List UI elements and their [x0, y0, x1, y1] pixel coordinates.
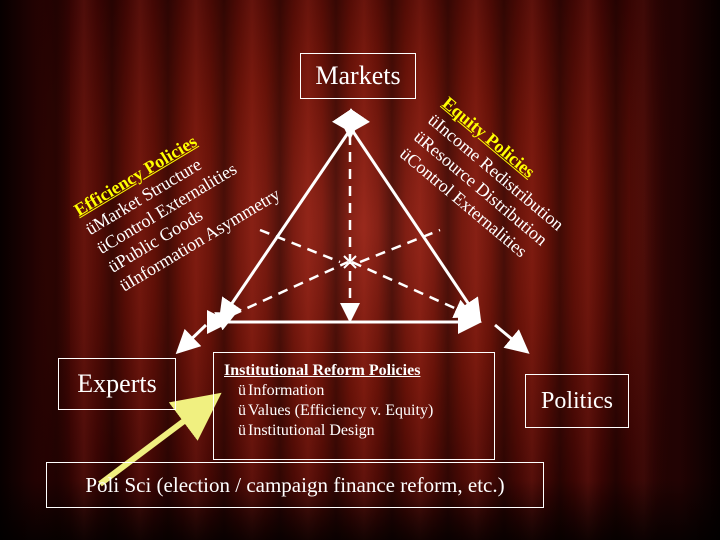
arrow-top-left	[218, 108, 371, 323]
reform-title: Institutional Reform Policies	[224, 362, 421, 379]
dashed-upper-left	[259, 228, 341, 264]
arrow-to-politics	[494, 323, 530, 354]
markets-box: Markets	[300, 53, 416, 99]
dashed-right	[351, 260, 475, 318]
check-icon: ü	[238, 402, 246, 419]
center-cross	[343, 255, 357, 269]
stage-floor	[0, 480, 720, 540]
arrow-to-experts	[175, 323, 208, 355]
arrow-polisci-to-experts	[98, 392, 222, 487]
dashed-upper-right	[359, 228, 441, 264]
check-icon: ü	[238, 422, 246, 439]
politics-box: Politics	[525, 374, 629, 428]
curtain-right	[630, 0, 720, 540]
experts-box: Experts	[58, 358, 176, 410]
arrow-top-right	[332, 108, 482, 323]
curtain-left	[0, 0, 70, 540]
dashed-left	[214, 260, 349, 331]
check-icon: ü	[238, 382, 246, 399]
poli-sci-box: Poli Sci (election / campaign finance re…	[46, 462, 544, 508]
